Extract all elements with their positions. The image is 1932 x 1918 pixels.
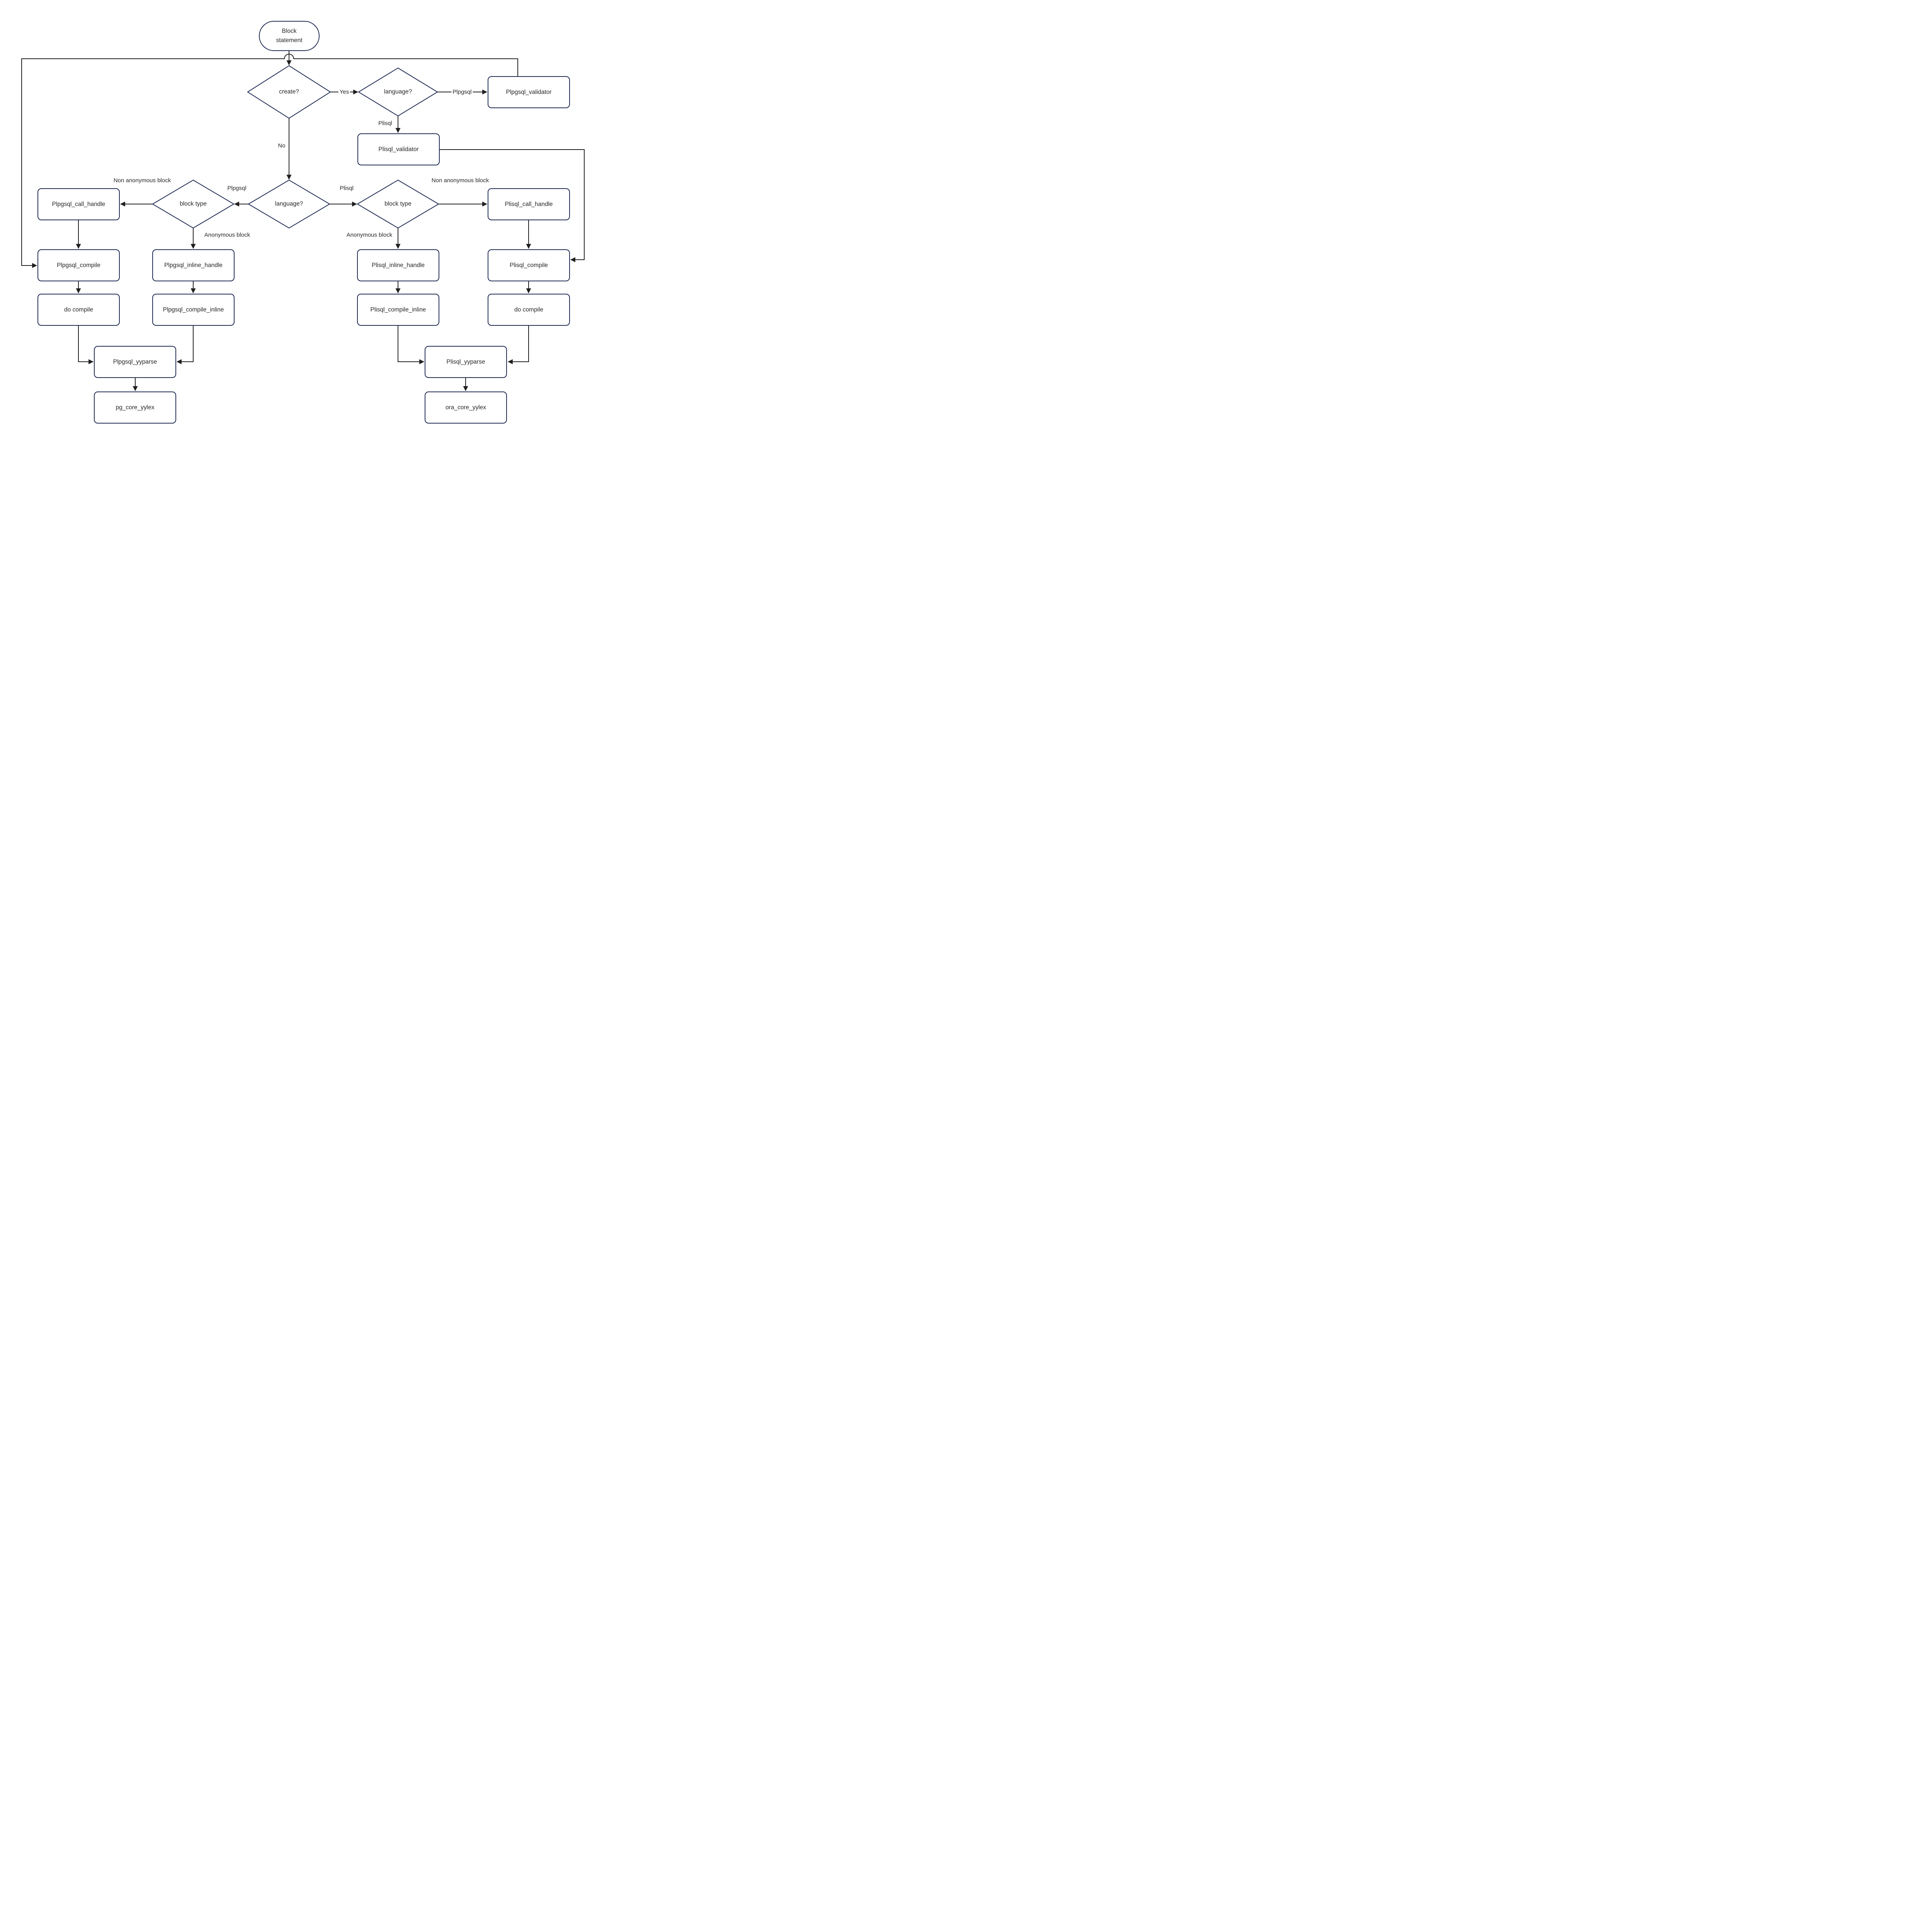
- edge-label-anonymous-right: Anonymous block: [345, 231, 394, 238]
- decision-block-type-left-shape: [152, 179, 235, 229]
- edge-label-anonymous-left: Anonymous block: [203, 231, 252, 238]
- node-create-label: create?: [279, 88, 299, 95]
- node-block-statement-label: Block statement: [276, 27, 303, 44]
- edge-label-plisql-branch: Plisql: [338, 185, 355, 192]
- node-plisql-validator: Plisql_validator: [357, 133, 440, 165]
- node-plisql-call-handle: Plisql_call_handle: [488, 188, 570, 220]
- edge-layer: [21, 51, 585, 391]
- node-block-type-right-label: block type: [384, 201, 412, 207]
- node-plisql-inline-handle: Plisql_inline_handle: [357, 249, 439, 281]
- flowchart-canvas: Block statement create? language? langua…: [0, 0, 597, 425]
- node-plisql-yyparse: Plisql_yyparse: [425, 346, 507, 378]
- edge-plpgsql-validator-to-plpgsql-compile: [21, 54, 518, 268]
- edge-do-compile-to-yyparse: [78, 326, 94, 364]
- decision-language-main-shape: [248, 179, 330, 229]
- node-language-top-label: language?: [384, 88, 412, 95]
- edge-plisql-validator-to-plisql-compile: [440, 149, 585, 262]
- node-pg-core-yylex: pg_core_yylex: [94, 391, 176, 424]
- edge-label-plpgsql-branch: Plpgsql: [226, 185, 248, 192]
- node-plpgsql-compile: Plpgsql_compile: [37, 249, 120, 281]
- edge-label-plisql-top: Plisql: [377, 120, 393, 127]
- node-language-main-label: language?: [275, 201, 303, 207]
- edge-compile-inline-to-yyparse: [176, 326, 194, 364]
- edge-label-plpgsql-top: Plpgsql: [451, 88, 473, 95]
- edge-do-compile-right-to-plisql-yyparse: [507, 326, 529, 364]
- decision-create-shape: [247, 65, 331, 119]
- decision-block-type-right-shape: [357, 179, 439, 229]
- node-plpgsql-call-handle: Plpgsql_call_handle: [37, 188, 120, 220]
- node-do-compile-left: do compile: [37, 294, 120, 326]
- edge-label-no: No: [277, 142, 287, 149]
- node-block-type-left-label: block type: [180, 201, 207, 207]
- edge-label-yes: Yes: [338, 88, 350, 95]
- node-ora-core-yylex: ora_core_yylex: [425, 391, 507, 424]
- node-plisql-compile-inline: Plisql_compile_inline: [357, 294, 439, 326]
- node-plpgsql-inline-handle: Plpgsql_inline_handle: [152, 249, 235, 281]
- decision-language-top-shape: [358, 67, 438, 117]
- node-plisql-compile: Plisql_compile: [488, 249, 570, 281]
- node-plpgsql-yyparse: Plpgsql_yyparse: [94, 346, 176, 378]
- node-plpgsql-compile-inline: Plpgsql_compile_inline: [152, 294, 235, 326]
- edge-label-non-anonymous-right: Non anonymous block: [430, 177, 490, 184]
- node-plpgsql-validator: Plpgsql_validator: [488, 76, 570, 108]
- node-do-compile-right: do compile: [488, 294, 570, 326]
- edge-label-non-anonymous-left: Non anonymous block: [112, 177, 172, 184]
- edge-plisql-compile-inline-to-plisql-yyparse: [398, 326, 425, 364]
- node-block-statement: Block statement: [259, 21, 320, 51]
